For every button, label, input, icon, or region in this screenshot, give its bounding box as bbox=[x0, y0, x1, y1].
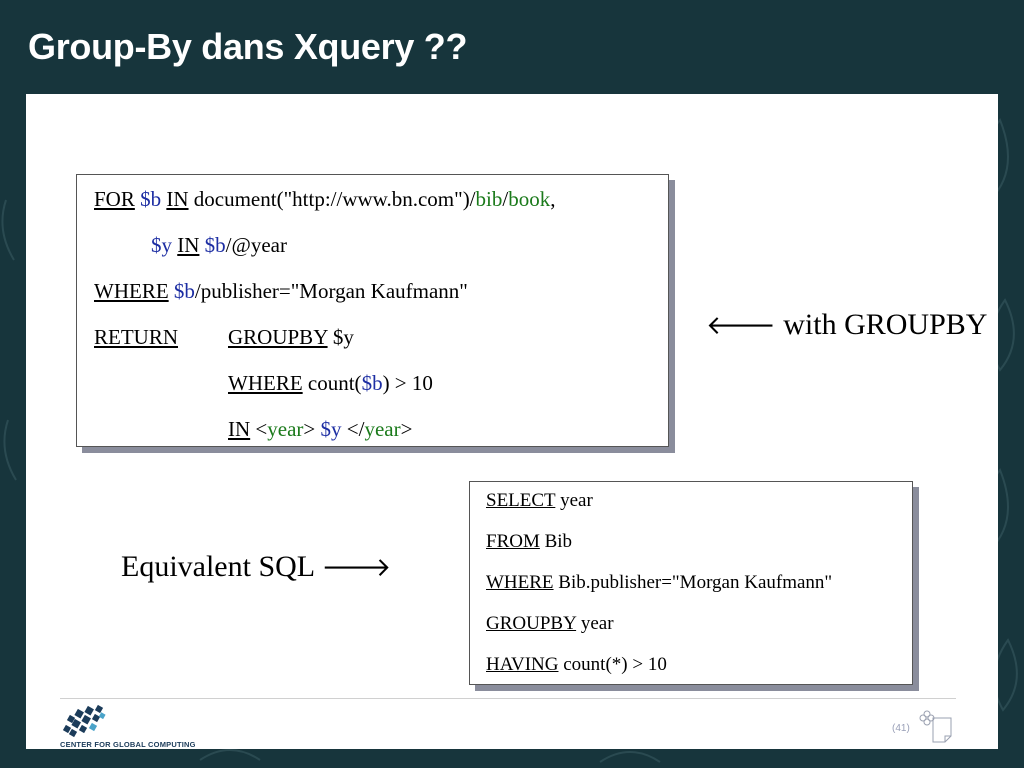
variable-y: $y bbox=[320, 417, 342, 441]
count-condition: ) > 10 bbox=[382, 371, 433, 395]
keyword-where: WHERE bbox=[94, 279, 169, 303]
equivalent-sql-note: Equivalent SQL 🡒 bbox=[121, 550, 391, 584]
keyword-select: SELECT bbox=[486, 490, 556, 511]
tag-close-gt: > bbox=[400, 417, 413, 441]
xquery-line-1: FOR $b IN document("http://www.bn.com")/… bbox=[94, 187, 555, 212]
keyword-where: WHERE bbox=[486, 572, 554, 593]
variable-b: $b bbox=[361, 371, 383, 395]
document-call: document("http://www.bn.com")/ bbox=[193, 187, 476, 211]
keyword-having: HAVING bbox=[486, 654, 559, 675]
publisher-condition: /publisher="Morgan Kaufmann" bbox=[194, 279, 468, 303]
center-global-computing-logo bbox=[62, 704, 106, 738]
keyword-for: FOR bbox=[94, 187, 135, 211]
path-slash: / bbox=[502, 187, 509, 211]
with-groupby-note: 🡐 with GROUPBY bbox=[706, 308, 987, 342]
path-book: book bbox=[508, 187, 551, 211]
groupby-column: year bbox=[576, 613, 614, 634]
count-open: count( bbox=[302, 371, 362, 395]
having-condition: count(*) > 10 bbox=[558, 654, 667, 675]
keyword-in: IN bbox=[166, 187, 189, 211]
sql-line-from: FROM Bib bbox=[486, 531, 572, 553]
select-columns: year bbox=[555, 490, 593, 511]
xquery-line-3: WHERE $b/publisher="Morgan Kaufmann" bbox=[94, 279, 468, 304]
tag-open-lt: < bbox=[250, 417, 268, 441]
keyword-groupby: GROUPBY bbox=[486, 613, 577, 634]
variable-b: $b bbox=[204, 233, 226, 257]
footer-divider bbox=[60, 698, 956, 699]
keyword-from: FROM bbox=[486, 531, 540, 552]
path-year-attr: /@year bbox=[225, 233, 287, 257]
logo-text: CENTER FOR GLOBAL COMPUTING bbox=[60, 740, 196, 749]
content-panel: FOR $b IN document("http://www.bn.com")/… bbox=[26, 94, 998, 749]
tag-year-open: year bbox=[267, 417, 304, 441]
groupby-var: $y bbox=[327, 325, 354, 349]
sql-code-box: SELECT year FROM Bib WHERE Bib.publisher… bbox=[469, 481, 913, 685]
xquery-line-6: IN <year> $y </year> bbox=[228, 417, 412, 442]
variable-y: $y bbox=[151, 233, 172, 257]
variable-b: $b bbox=[173, 279, 195, 303]
keyword-where: WHERE bbox=[228, 371, 303, 395]
xquery-code-box: FOR $b IN document("http://www.bn.com")/… bbox=[76, 174, 669, 447]
comma: , bbox=[550, 187, 556, 211]
xquery-line-5: WHERE count($b) > 10 bbox=[228, 371, 433, 396]
sql-line-groupby: GROUPBY year bbox=[486, 613, 614, 635]
tag-close-lt: </ bbox=[341, 417, 365, 441]
tag-year-close: year bbox=[364, 417, 401, 441]
where-condition: Bib.publisher="Morgan Kaufmann" bbox=[553, 572, 833, 593]
tag-open-gt: > bbox=[303, 417, 321, 441]
path-bib: bib bbox=[475, 187, 503, 211]
keyword-groupby: GROUPBY bbox=[228, 325, 328, 349]
slide-title: Group-By dans Xquery ?? bbox=[28, 26, 468, 67]
sql-line-select: SELECT year bbox=[486, 490, 593, 512]
keyword-return: RETURN bbox=[94, 325, 178, 349]
variable-b: $b bbox=[140, 187, 162, 211]
keyword-in: IN bbox=[177, 233, 200, 257]
with-groupby-label: with GROUPBY bbox=[783, 308, 988, 341]
page-number: (41) bbox=[892, 723, 910, 734]
equivalent-sql-label: Equivalent SQL bbox=[121, 550, 315, 583]
xquery-line-4-groupby: GROUPBY $y bbox=[228, 325, 354, 350]
note-page-icon bbox=[919, 710, 952, 743]
sql-line-having: HAVING count(*) > 10 bbox=[486, 654, 667, 676]
sql-line-where: WHERE Bib.publisher="Morgan Kaufmann" bbox=[486, 572, 832, 594]
xquery-line-2: $y IN $b/@year bbox=[151, 233, 287, 258]
xquery-line-4: RETURN bbox=[94, 325, 178, 350]
from-table: Bib bbox=[539, 531, 573, 552]
arrow-left-icon: 🡐 bbox=[706, 311, 776, 341]
arrow-right-icon: 🡒 bbox=[321, 553, 392, 583]
keyword-in: IN bbox=[228, 417, 251, 441]
